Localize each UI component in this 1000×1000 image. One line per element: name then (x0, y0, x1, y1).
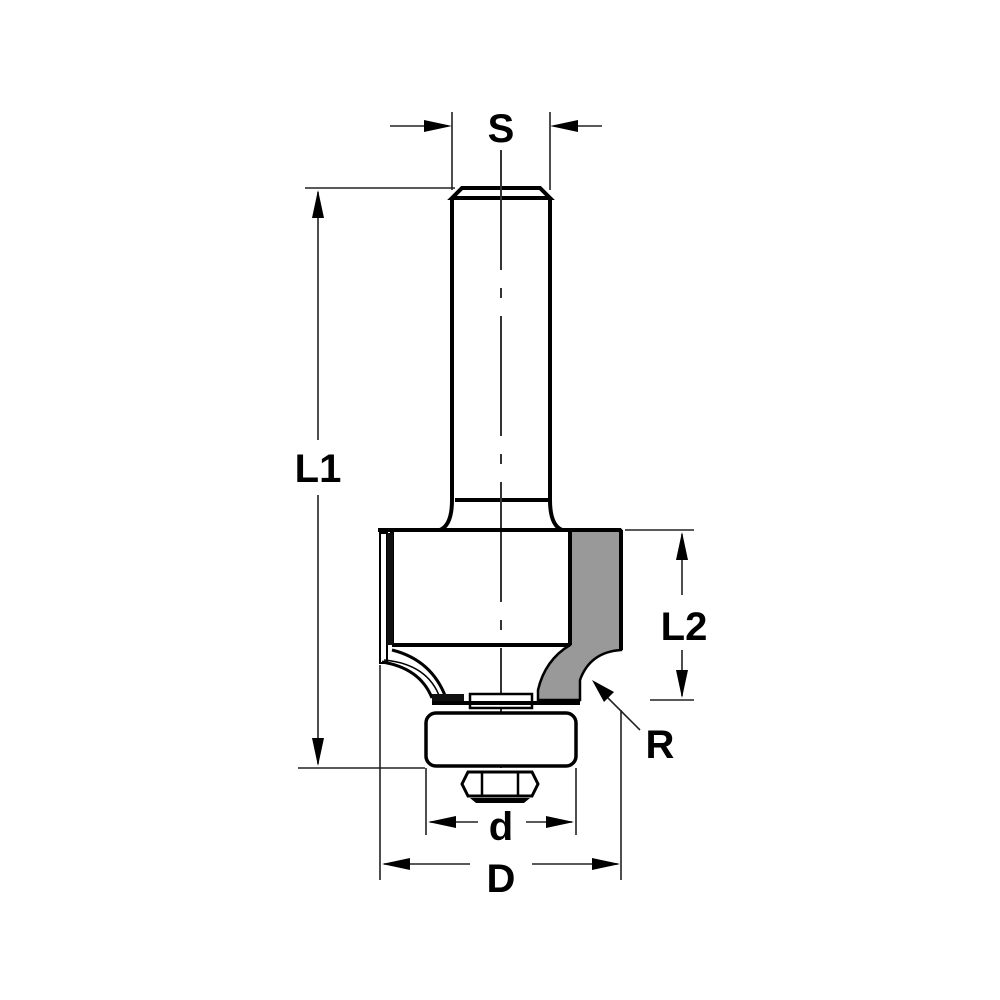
arrow-icon (592, 858, 620, 870)
label-s: S (488, 107, 515, 151)
bearing (424, 711, 578, 768)
dimension-d-large (379, 665, 622, 880)
dimension-l2 (625, 529, 694, 701)
cutter-body (378, 528, 623, 710)
arrow-icon (550, 120, 578, 132)
label-l1: L1 (295, 447, 342, 491)
carbide-edge (379, 532, 388, 664)
label-D: D (487, 857, 516, 901)
arrow-icon (428, 816, 456, 828)
label-r: R (646, 723, 675, 767)
dimension-d-small (425, 768, 577, 835)
arrow-icon (546, 816, 574, 828)
arrow-icon (424, 120, 452, 132)
arrow-icon (676, 532, 688, 560)
arrow-icon (676, 670, 688, 698)
arrow-icon (592, 680, 614, 702)
dimension-s (390, 112, 602, 190)
label-l2: L2 (661, 605, 708, 649)
dimension-l1 (298, 187, 455, 769)
dimension-r (592, 680, 641, 731)
label-d: d (489, 805, 513, 849)
cutter-profile-shaded (536, 528, 623, 702)
shank (439, 186, 563, 532)
nut (460, 770, 540, 803)
arrow-icon (312, 738, 324, 766)
arrow-icon (312, 190, 324, 218)
arrow-icon (382, 858, 410, 870)
